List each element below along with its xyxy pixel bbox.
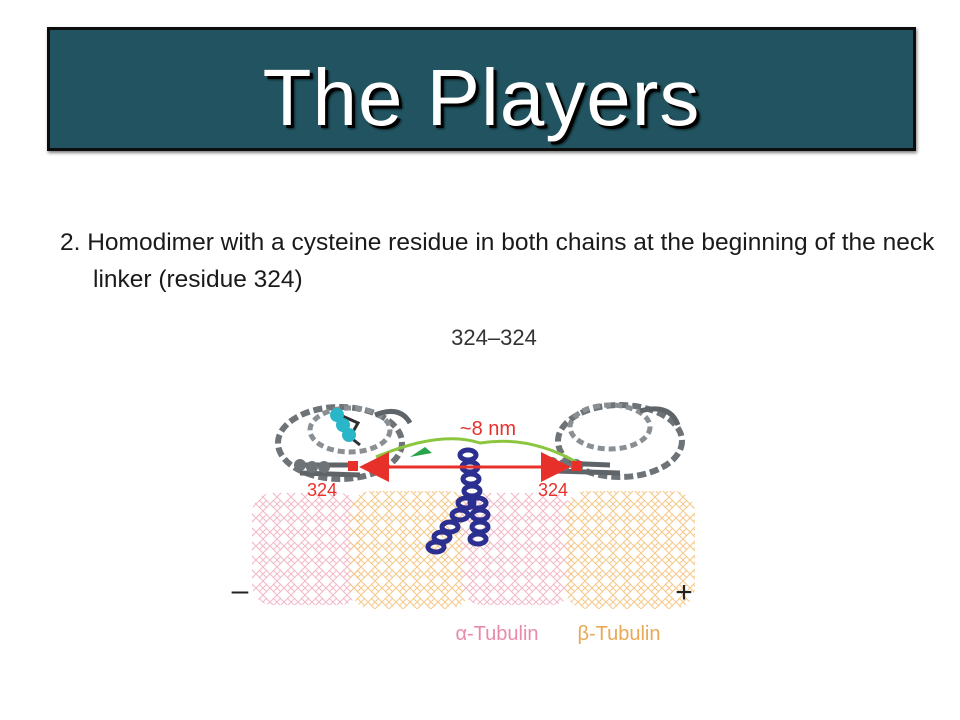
neck-linker <box>375 437 579 465</box>
bullet-text: 2. Homodimer with a cysteine residue in … <box>60 229 935 293</box>
kinesin-tubulin-figure: 324 – 324 <box>232 325 695 645</box>
microtubule-lattice <box>252 491 695 609</box>
alpha-tubulin-middle <box>462 493 572 605</box>
alpha-tubulin-left <box>252 493 360 605</box>
title-bar: The Players <box>47 27 916 151</box>
alpha-tubulin-label: α-Tubulin <box>455 623 538 645</box>
residue-marker-left <box>348 461 358 471</box>
slide-title: The Players <box>262 53 701 142</box>
residue-marker-right <box>572 461 582 471</box>
kinesin-head-left <box>275 404 413 482</box>
beta-tubulin-label: β-Tubulin <box>577 623 660 645</box>
left-residue-label: 324 <box>307 480 337 500</box>
right-residue-label: 324 <box>538 480 568 500</box>
plus-end-label: + <box>675 576 693 609</box>
nucleotide-marker <box>330 408 356 442</box>
beta-tubulin-left <box>350 491 470 609</box>
beta-tubulin-right <box>565 491 695 609</box>
distance-label: ~8 nm <box>460 418 516 440</box>
minus-end-label: – <box>232 574 249 607</box>
construct-label: 324–324 <box>451 325 537 350</box>
